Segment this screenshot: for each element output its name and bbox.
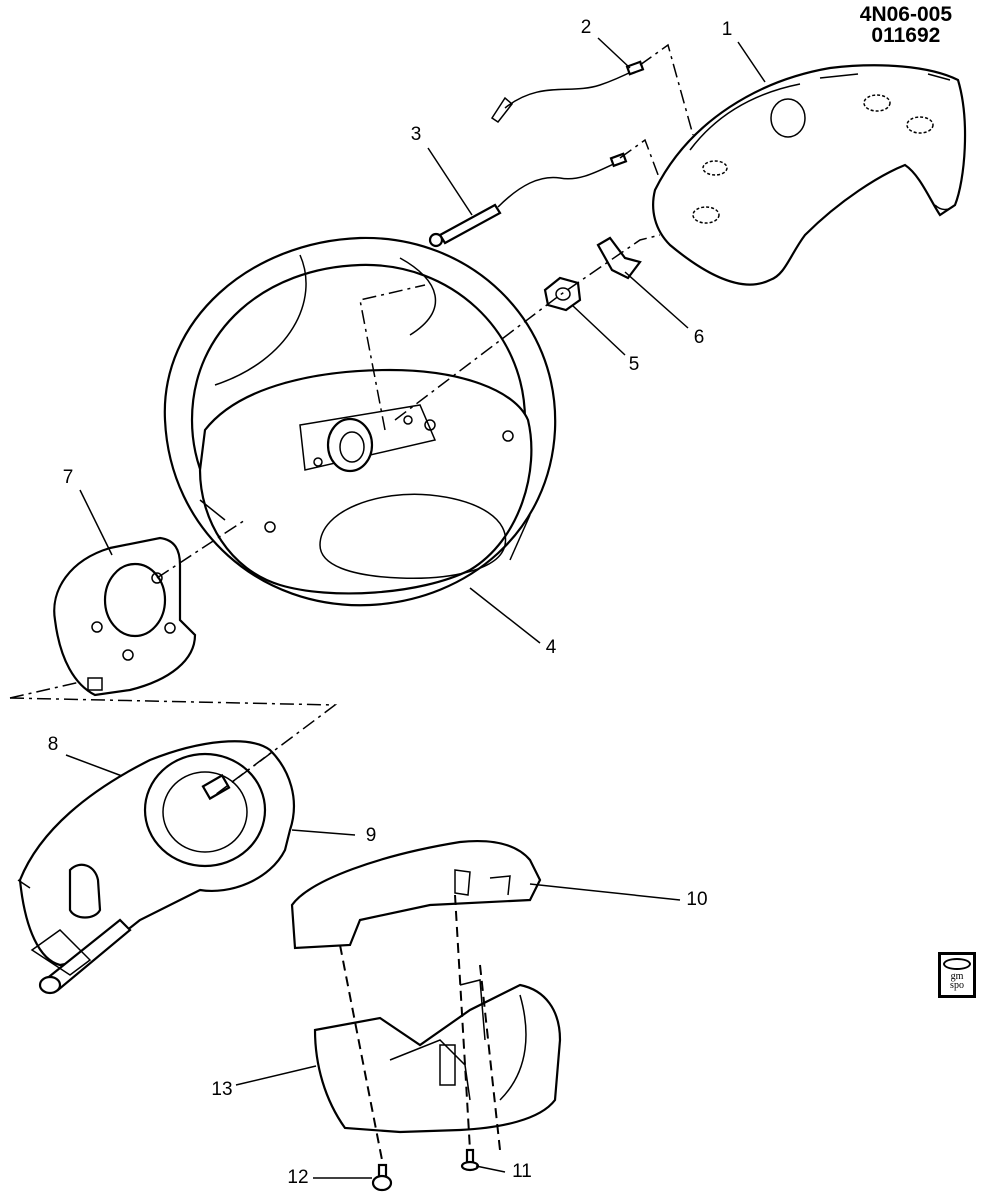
- reference-date: 011692: [871, 24, 941, 47]
- part-11-screw: [460, 1148, 480, 1172]
- callout-11: 11: [512, 1161, 532, 1182]
- callout-7: 7: [62, 467, 74, 488]
- leader-lines: [65, 37, 766, 1179]
- callout-12: 12: [287, 1167, 309, 1188]
- part-1-horn-pad: [652, 64, 967, 286]
- logo-oval: [943, 958, 971, 970]
- callout-9: 9: [365, 825, 377, 846]
- part-6-retainer-clip: [596, 236, 642, 280]
- part-12-screw: [371, 1163, 393, 1192]
- part-3-horn-contact: [428, 152, 628, 248]
- callout-5: 5: [628, 354, 640, 375]
- part-13-lower-shroud: [313, 979, 562, 1134]
- part-4-steering-wheel: [163, 236, 557, 607]
- part-2-wire-lead: [490, 60, 645, 124]
- callout-8: 8: [47, 734, 59, 755]
- assembly-lines: [9, 43, 694, 1166]
- part-8-9-column-assembly: [17, 740, 295, 995]
- part-7-cam-plate: [53, 536, 197, 697]
- callout-3: 3: [410, 124, 422, 145]
- callout-1: 1: [721, 19, 733, 40]
- reference-code: 4N06-005: [859, 3, 952, 26]
- callout-4: 4: [545, 637, 557, 658]
- callout-6: 6: [693, 327, 705, 348]
- part-10-upper-shroud: [290, 840, 542, 950]
- callout-2: 2: [580, 17, 592, 38]
- callout-13: 13: [211, 1079, 233, 1100]
- callout-10: 10: [686, 889, 708, 910]
- drawing-reference: 4N06-005 011692: [860, 4, 952, 46]
